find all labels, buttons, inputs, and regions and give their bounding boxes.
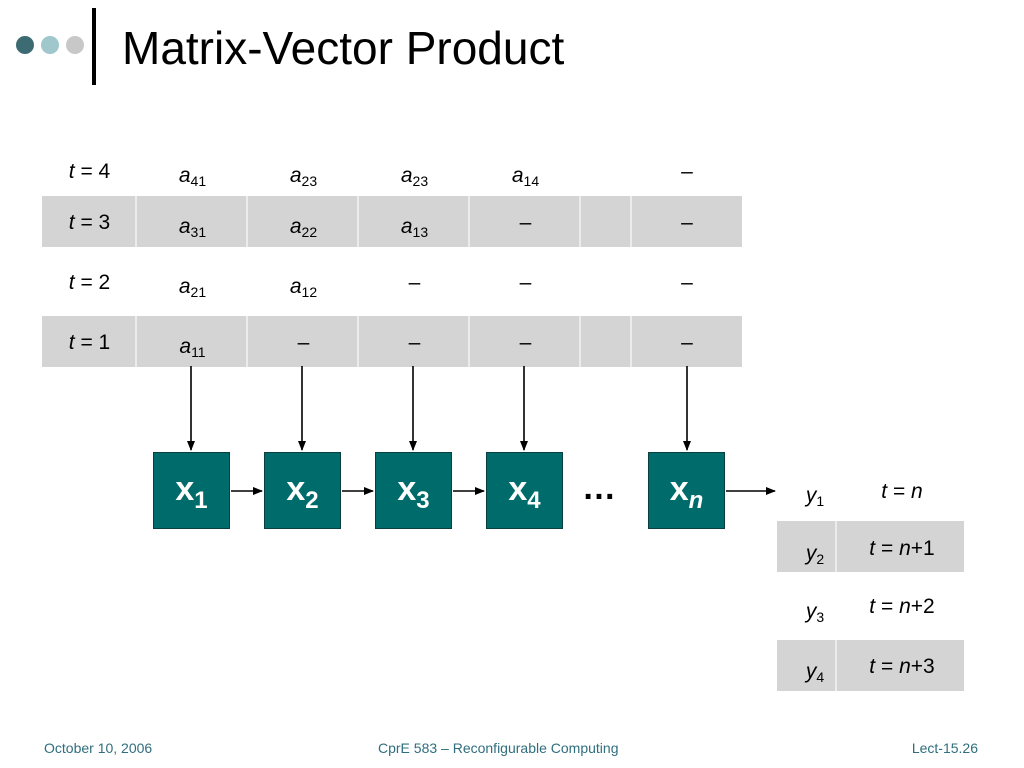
matrix-cell-empty: – (519, 271, 532, 294)
footer-course: CprE 583 – Reconfigurable Computing (378, 740, 619, 756)
ellipsis: … (582, 469, 616, 507)
slide-title: Matrix-Vector Product (122, 22, 565, 74)
output-label: y3 (805, 600, 825, 625)
matrix-cell: a22 (289, 215, 318, 240)
output-label: y2 (805, 542, 825, 567)
output-band-y4 (777, 640, 964, 691)
row-band-t3 (42, 196, 742, 247)
matrix-cell: a23 (400, 164, 429, 189)
processing-element-x4: x4 (486, 452, 563, 529)
matrix-cell-empty: – (681, 331, 693, 354)
time-label: t = 2 (68, 271, 111, 294)
matrix-cell-empty: – (408, 271, 421, 294)
matrix-cell: a21 (178, 275, 207, 300)
time-label: t = 4 (68, 160, 111, 183)
footer-date: October 10, 2006 (44, 740, 153, 756)
matrix-cell: a23 (289, 164, 318, 189)
processing-element-x2: x2 (264, 452, 341, 529)
matrix-cell: a12 (289, 275, 318, 300)
output-band-y2 (777, 521, 964, 572)
output-time: t = n (881, 480, 923, 503)
matrix-cell-empty: – (297, 331, 310, 354)
footer-slide-number: Lect-15.26 (911, 740, 978, 756)
matrix-cell-empty: – (681, 211, 693, 234)
matrix-cell: a14 (511, 164, 540, 189)
time-label: t = 1 (68, 331, 111, 354)
matrix-cell-empty: – (519, 211, 532, 234)
processing-element-xn: xn (648, 452, 725, 529)
header-dot-3 (66, 36, 84, 54)
output-time: t = n+1 (869, 537, 935, 560)
matrix-cell-empty: – (681, 271, 693, 294)
matrix-cell: a11 (179, 335, 206, 360)
matrix-cell-empty: – (681, 160, 693, 183)
matrix-cell-empty: – (519, 331, 532, 354)
matrix-cell: a41 (178, 164, 207, 189)
header-dot-2 (41, 36, 59, 54)
matrix-cell-empty: – (408, 331, 421, 354)
title-divider (92, 8, 96, 85)
output-label: y4 (805, 660, 825, 685)
processing-element-x1: x1 (153, 452, 230, 529)
output-time: t = n+2 (869, 595, 935, 618)
matrix-cell: a31 (178, 215, 207, 240)
matrix-cell: a13 (400, 215, 429, 240)
output-time: t = n+3 (869, 655, 935, 678)
processing-element-x3: x3 (375, 452, 452, 529)
header-dot-1 (16, 36, 34, 54)
time-label: t = 3 (68, 211, 111, 234)
row-band-t1 (42, 316, 742, 367)
output-label: y1 (805, 484, 825, 509)
